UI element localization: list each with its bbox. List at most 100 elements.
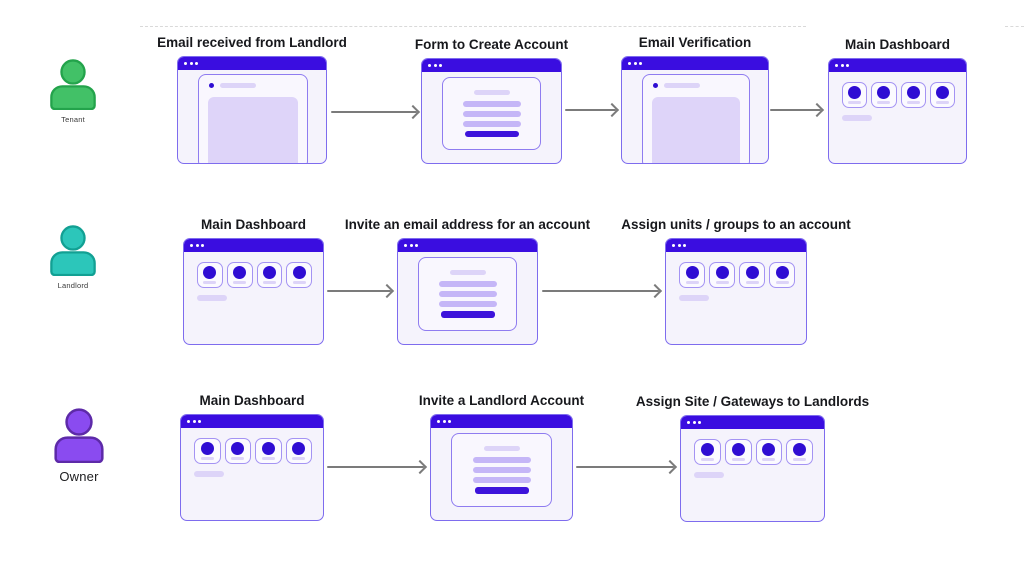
window-control-dot	[415, 244, 418, 247]
browser-window	[421, 58, 562, 164]
stat-card	[709, 262, 735, 288]
dashboard-content	[679, 257, 795, 338]
stat-icon	[762, 442, 776, 456]
bullet-dot	[653, 83, 658, 88]
window-control-dot	[187, 420, 190, 423]
window-control-dot	[195, 62, 198, 65]
dashboard-content	[842, 77, 955, 157]
placeholder-line	[935, 100, 949, 105]
browser-window	[183, 238, 324, 345]
submit-button-placeholder	[474, 487, 529, 494]
placeholder-line	[261, 456, 275, 461]
dashboard-content	[194, 433, 312, 514]
stat-icon	[775, 265, 789, 279]
dashboard-content	[197, 257, 312, 338]
stat-card-row	[694, 439, 813, 465]
window-titlebar	[398, 239, 537, 252]
person-icon-tenant	[50, 59, 96, 110]
placeholder-line	[679, 295, 709, 301]
placeholder-line	[848, 100, 862, 105]
stat-icon	[715, 265, 729, 279]
step-title: Invite a Landlord Account	[418, 393, 585, 408]
persona-landlord: Landlord	[47, 224, 99, 290]
step-title: Invite an email address for an account	[344, 217, 591, 232]
stat-icon	[292, 265, 306, 279]
stat-card	[786, 439, 813, 465]
window-control-dot	[698, 421, 701, 424]
window-control-dot	[442, 420, 446, 423]
stat-card	[694, 439, 721, 465]
stat-icon	[700, 442, 714, 456]
stat-card-row	[197, 262, 312, 288]
step-invite-email: Invite an email address for an account	[345, 217, 590, 345]
placeholder-line	[233, 280, 247, 285]
window-titlebar	[622, 57, 768, 70]
placeholder-line	[197, 295, 227, 301]
placeholder-line	[472, 457, 531, 464]
window-control-dot	[672, 244, 675, 247]
placeholder-line	[793, 457, 807, 462]
person-icon-landlord	[50, 225, 96, 276]
flow-arrow	[331, 104, 420, 120]
window-titlebar	[184, 239, 323, 252]
persona-owner: Owner	[51, 407, 107, 484]
stat-card	[871, 82, 897, 108]
window-control-dot	[692, 421, 696, 424]
browser-window	[680, 415, 825, 522]
window-control-dot	[437, 420, 440, 423]
window-titlebar	[181, 415, 323, 428]
stat-icon	[261, 441, 275, 455]
stat-icon	[262, 265, 276, 279]
step-email-verification: Email Verification	[621, 35, 769, 164]
stat-card	[739, 262, 765, 288]
placeholder-line	[203, 280, 217, 285]
email-card	[642, 74, 750, 163]
top-divider-line	[140, 26, 806, 27]
stat-card	[929, 82, 955, 108]
stat-icon	[935, 85, 949, 99]
step-title: Main Dashboard	[844, 37, 951, 52]
placeholder-line	[906, 100, 920, 105]
window-control-dot	[687, 421, 690, 424]
window-control-dot	[835, 64, 838, 67]
window-control-dot	[677, 244, 681, 247]
window-titlebar	[431, 415, 572, 428]
placeholder-line	[200, 456, 214, 461]
step-title: Main Dashboard	[199, 393, 305, 408]
step-main-dashboard-landlord: Main Dashboard	[183, 217, 324, 345]
window-control-dot	[683, 244, 686, 247]
stat-card	[285, 438, 312, 464]
stat-card	[197, 262, 223, 288]
window-control-dot	[628, 62, 631, 65]
placeholder-line	[694, 472, 724, 478]
placeholder-line	[472, 477, 531, 484]
stat-icon	[203, 265, 217, 279]
placeholder-line	[231, 456, 245, 461]
stat-card	[724, 439, 752, 465]
stat-card	[769, 262, 795, 288]
window-control-dot	[190, 244, 193, 247]
browser-window	[177, 56, 327, 164]
placeholder-line	[292, 280, 306, 285]
placeholder-line	[745, 280, 759, 285]
window-titlebar	[681, 416, 824, 429]
form-card	[442, 77, 541, 150]
person-icon-owner	[54, 408, 104, 463]
window-control-dot	[409, 244, 413, 247]
email-header-row	[209, 83, 307, 88]
bullet-dot	[209, 83, 214, 88]
window-titlebar	[829, 59, 966, 72]
email-body-placeholder	[208, 97, 298, 163]
stat-card	[286, 262, 312, 288]
stat-icon	[233, 265, 247, 279]
window-titlebar	[178, 57, 326, 70]
persona-tenant: Tenant	[47, 58, 99, 124]
stat-card-row	[679, 262, 795, 288]
stat-icon	[906, 85, 920, 99]
step-title: Form to Create Account	[414, 37, 569, 52]
browser-window	[665, 238, 807, 345]
window-control-dot	[448, 420, 451, 423]
step-assign-units: Assign units / groups to an account	[621, 217, 851, 345]
placeholder-line	[449, 270, 486, 276]
